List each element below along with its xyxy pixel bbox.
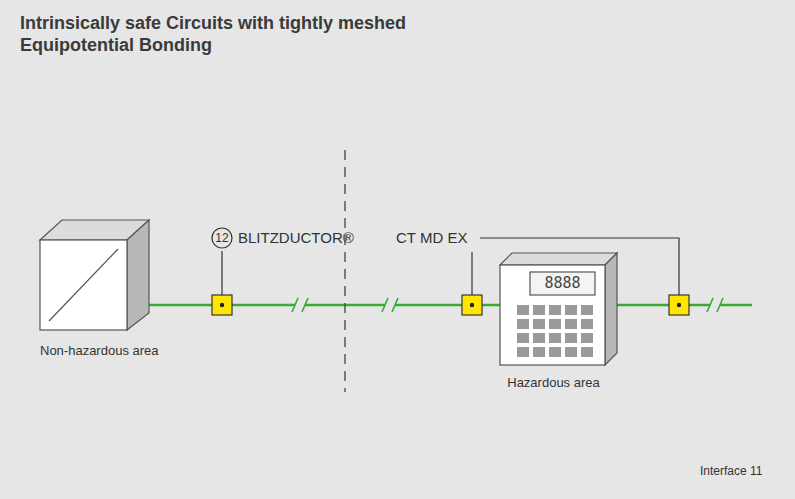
field-device: 8888Hazardous area [490, 250, 630, 400]
area-label: Non-hazardous area [40, 343, 159, 359]
line-break [292, 297, 308, 313]
page-reference: Interface 11 [700, 462, 762, 480]
part-name: CT MD EX [396, 229, 467, 247]
callout-circle [212, 228, 232, 248]
signal-line [149, 304, 500, 307]
surge-protector [462, 295, 482, 315]
keypad [517, 305, 593, 357]
line-break [382, 297, 398, 313]
zone-boundary [344, 150, 345, 392]
surge-protector [212, 295, 232, 315]
part-name: BLITZDUCTOR® [238, 229, 354, 247]
diagram-title: Intrinsically safe Circuits with tightly… [20, 12, 500, 56]
display-digits: 8888 [530, 272, 595, 295]
surge-protector [669, 295, 689, 315]
callout-number: 12 [212, 229, 232, 247]
area-label: Hazardous area [490, 375, 617, 391]
line-break [707, 297, 723, 313]
converter-box: Non-hazardous area [35, 215, 185, 375]
